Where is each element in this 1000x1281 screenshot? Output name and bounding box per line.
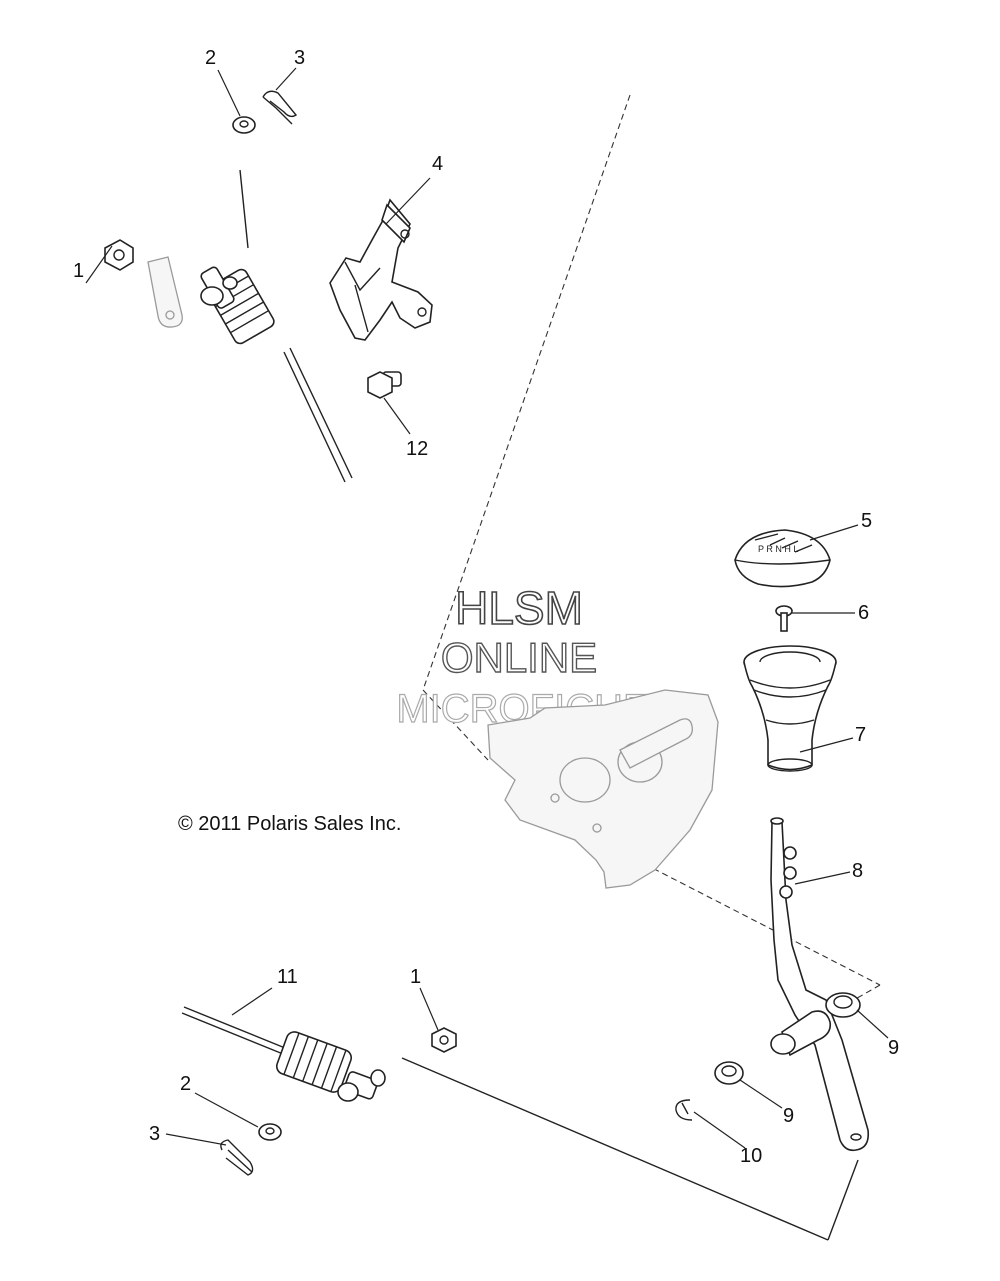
bushing-lower — [714, 1061, 744, 1085]
watermark-line-1: HLSM — [455, 582, 583, 634]
watermark-line-2: ONLINE — [441, 634, 597, 681]
callout-5: 5 — [861, 510, 872, 532]
callout-3-upper: 3 — [294, 47, 305, 69]
copyright-notice: © 2011 Polaris Sales Inc. — [178, 813, 401, 835]
knob-screw — [775, 605, 793, 632]
callout-10: 10 — [740, 1145, 762, 1167]
callout-8: 8 — [852, 860, 863, 882]
assembly-outline-lower — [401, 1057, 859, 1241]
shift-knob: P R N H L — [734, 529, 831, 588]
callout-leaders — [85, 67, 889, 1149]
callout-9-lower: 9 — [783, 1105, 794, 1127]
callout-3-lower: 3 — [149, 1123, 160, 1145]
callout-1-lower: 1 — [410, 966, 421, 988]
bushing-upper — [825, 992, 861, 1018]
flange-bolt — [367, 371, 402, 399]
callout-12: 12 — [406, 438, 428, 460]
e-clip — [675, 1099, 693, 1121]
svg-text:P R N H L: P R N H L — [758, 544, 798, 554]
callout-1-upper: 1 — [73, 260, 84, 282]
shift-lever — [770, 817, 870, 1152]
cable-bracket — [329, 198, 433, 341]
hairpin-clip-upper — [262, 90, 298, 125]
hex-nut-upper — [104, 239, 134, 271]
hex-nut-lower — [431, 1027, 457, 1053]
callout-4: 4 — [432, 153, 443, 175]
shift-cable-upper — [200, 266, 353, 483]
callout-7: 7 — [855, 724, 866, 746]
washer-upper — [232, 116, 256, 134]
shifter-mount-bracket — [487, 689, 719, 889]
callout-6: 6 — [858, 602, 869, 624]
shift-boot — [743, 645, 837, 772]
callout-9-upper: 9 — [888, 1037, 899, 1059]
shift-link-arm-upper — [147, 256, 183, 328]
callout-numbers: 1 2 3 4 5 6 7 8 9 9 10 11 12 1 2 3 — [73, 47, 899, 1167]
shift-cable-lower — [181, 1006, 386, 1102]
callout-2-upper: 2 — [205, 47, 216, 69]
hairpin-clip-lower — [220, 1139, 254, 1176]
callout-2-lower: 2 — [180, 1073, 191, 1095]
washer-lower — [258, 1123, 282, 1141]
callout-11: 11 — [277, 966, 298, 988]
